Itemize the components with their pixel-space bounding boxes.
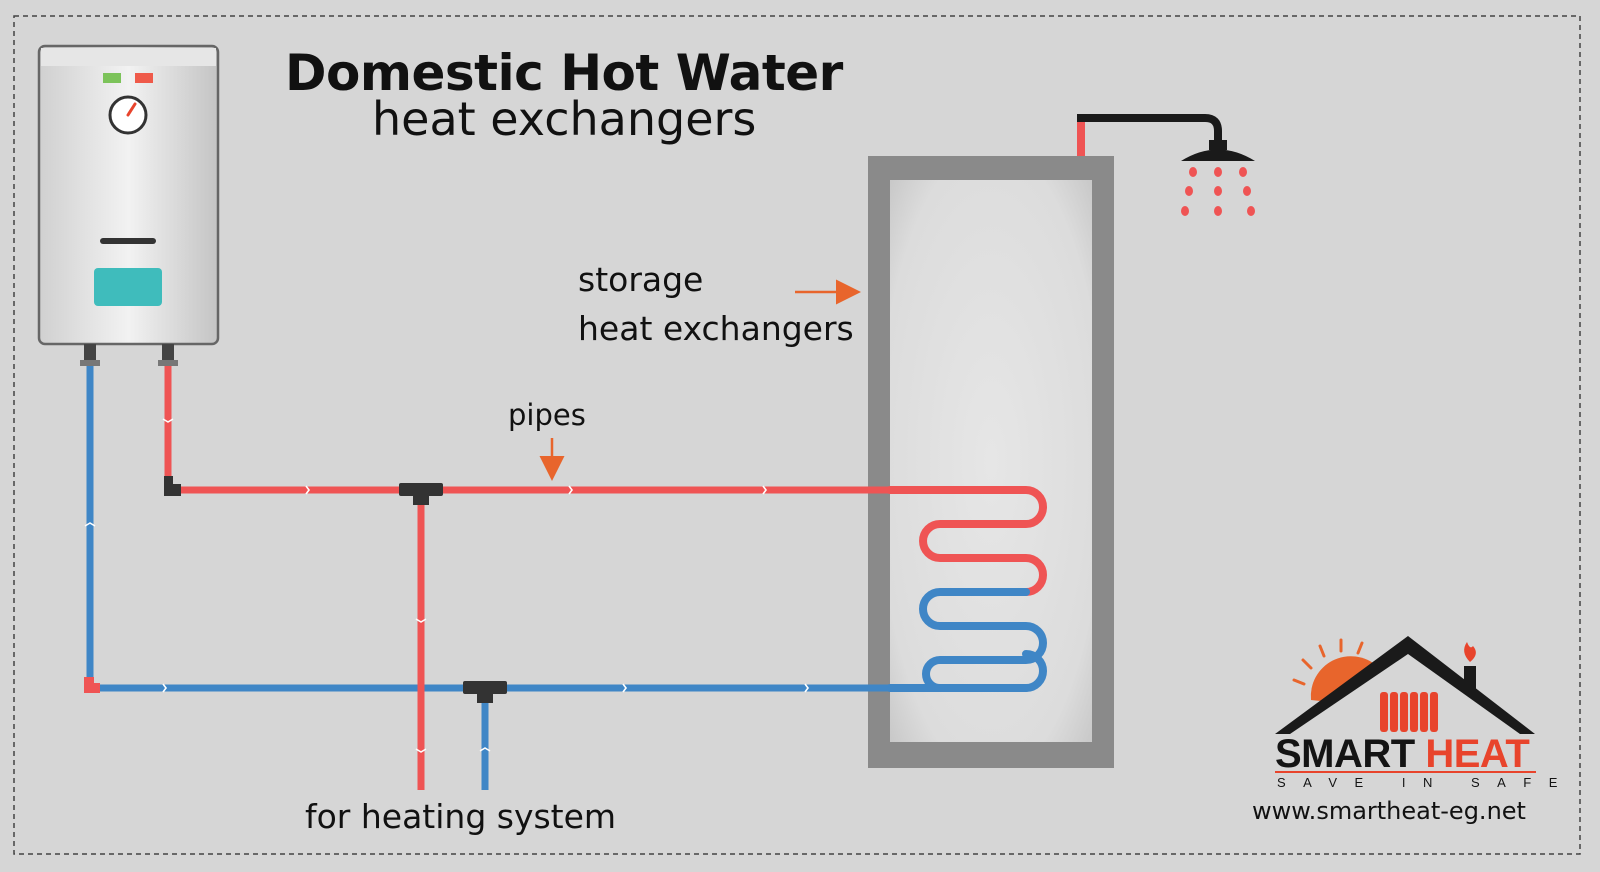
brand-name: SMART HEAT — [1275, 732, 1530, 777]
pipes-label: pipes — [508, 398, 586, 432]
brand-name-heat: HEAT — [1425, 732, 1530, 776]
t-joint-hot — [399, 483, 443, 505]
pipe-elbow-hot — [164, 476, 181, 496]
pressure-gauge-icon — [108, 95, 148, 135]
heat-exchanger-coil — [886, 486, 1047, 692]
water-drops — [1181, 167, 1255, 216]
sun-icon — [1292, 638, 1377, 702]
brand-tagline: SAVE IN SAFE — [1277, 775, 1575, 790]
t-joint-cold — [463, 681, 507, 703]
storage-label-line1: storage — [578, 260, 704, 299]
heating-system-label: for heating system — [305, 797, 617, 836]
storage-tank — [868, 156, 1114, 768]
smart-heat-logo — [1275, 636, 1536, 773]
chimney — [1464, 666, 1476, 690]
indicator-light-red — [135, 73, 153, 83]
boiler-slot — [100, 238, 156, 244]
diagram-subtitle: heat exchangers — [372, 92, 757, 146]
brand-url[interactable]: www.smartheat-eg.net — [1252, 797, 1526, 825]
brand-name-smart: SMART — [1275, 732, 1415, 776]
diagram-title: Domestic Hot Water — [285, 44, 843, 102]
flame-icon — [1464, 642, 1476, 662]
storage-label: storage heat exchangers — [578, 255, 854, 353]
flow-arrows — [84, 418, 809, 753]
cold-water-pipes — [86, 366, 890, 790]
boiler-icon — [37, 44, 220, 366]
indicator-light-green — [103, 73, 121, 83]
hot-water-pipes — [164, 366, 890, 790]
boiler-display — [94, 268, 162, 306]
storage-label-line2: heat exchangers — [578, 309, 854, 348]
dashed-border — [13, 15, 1581, 855]
pipe-elbow-cold — [84, 677, 100, 693]
radiator-icon — [1380, 692, 1438, 732]
shower-head-icon — [1077, 114, 1255, 216]
